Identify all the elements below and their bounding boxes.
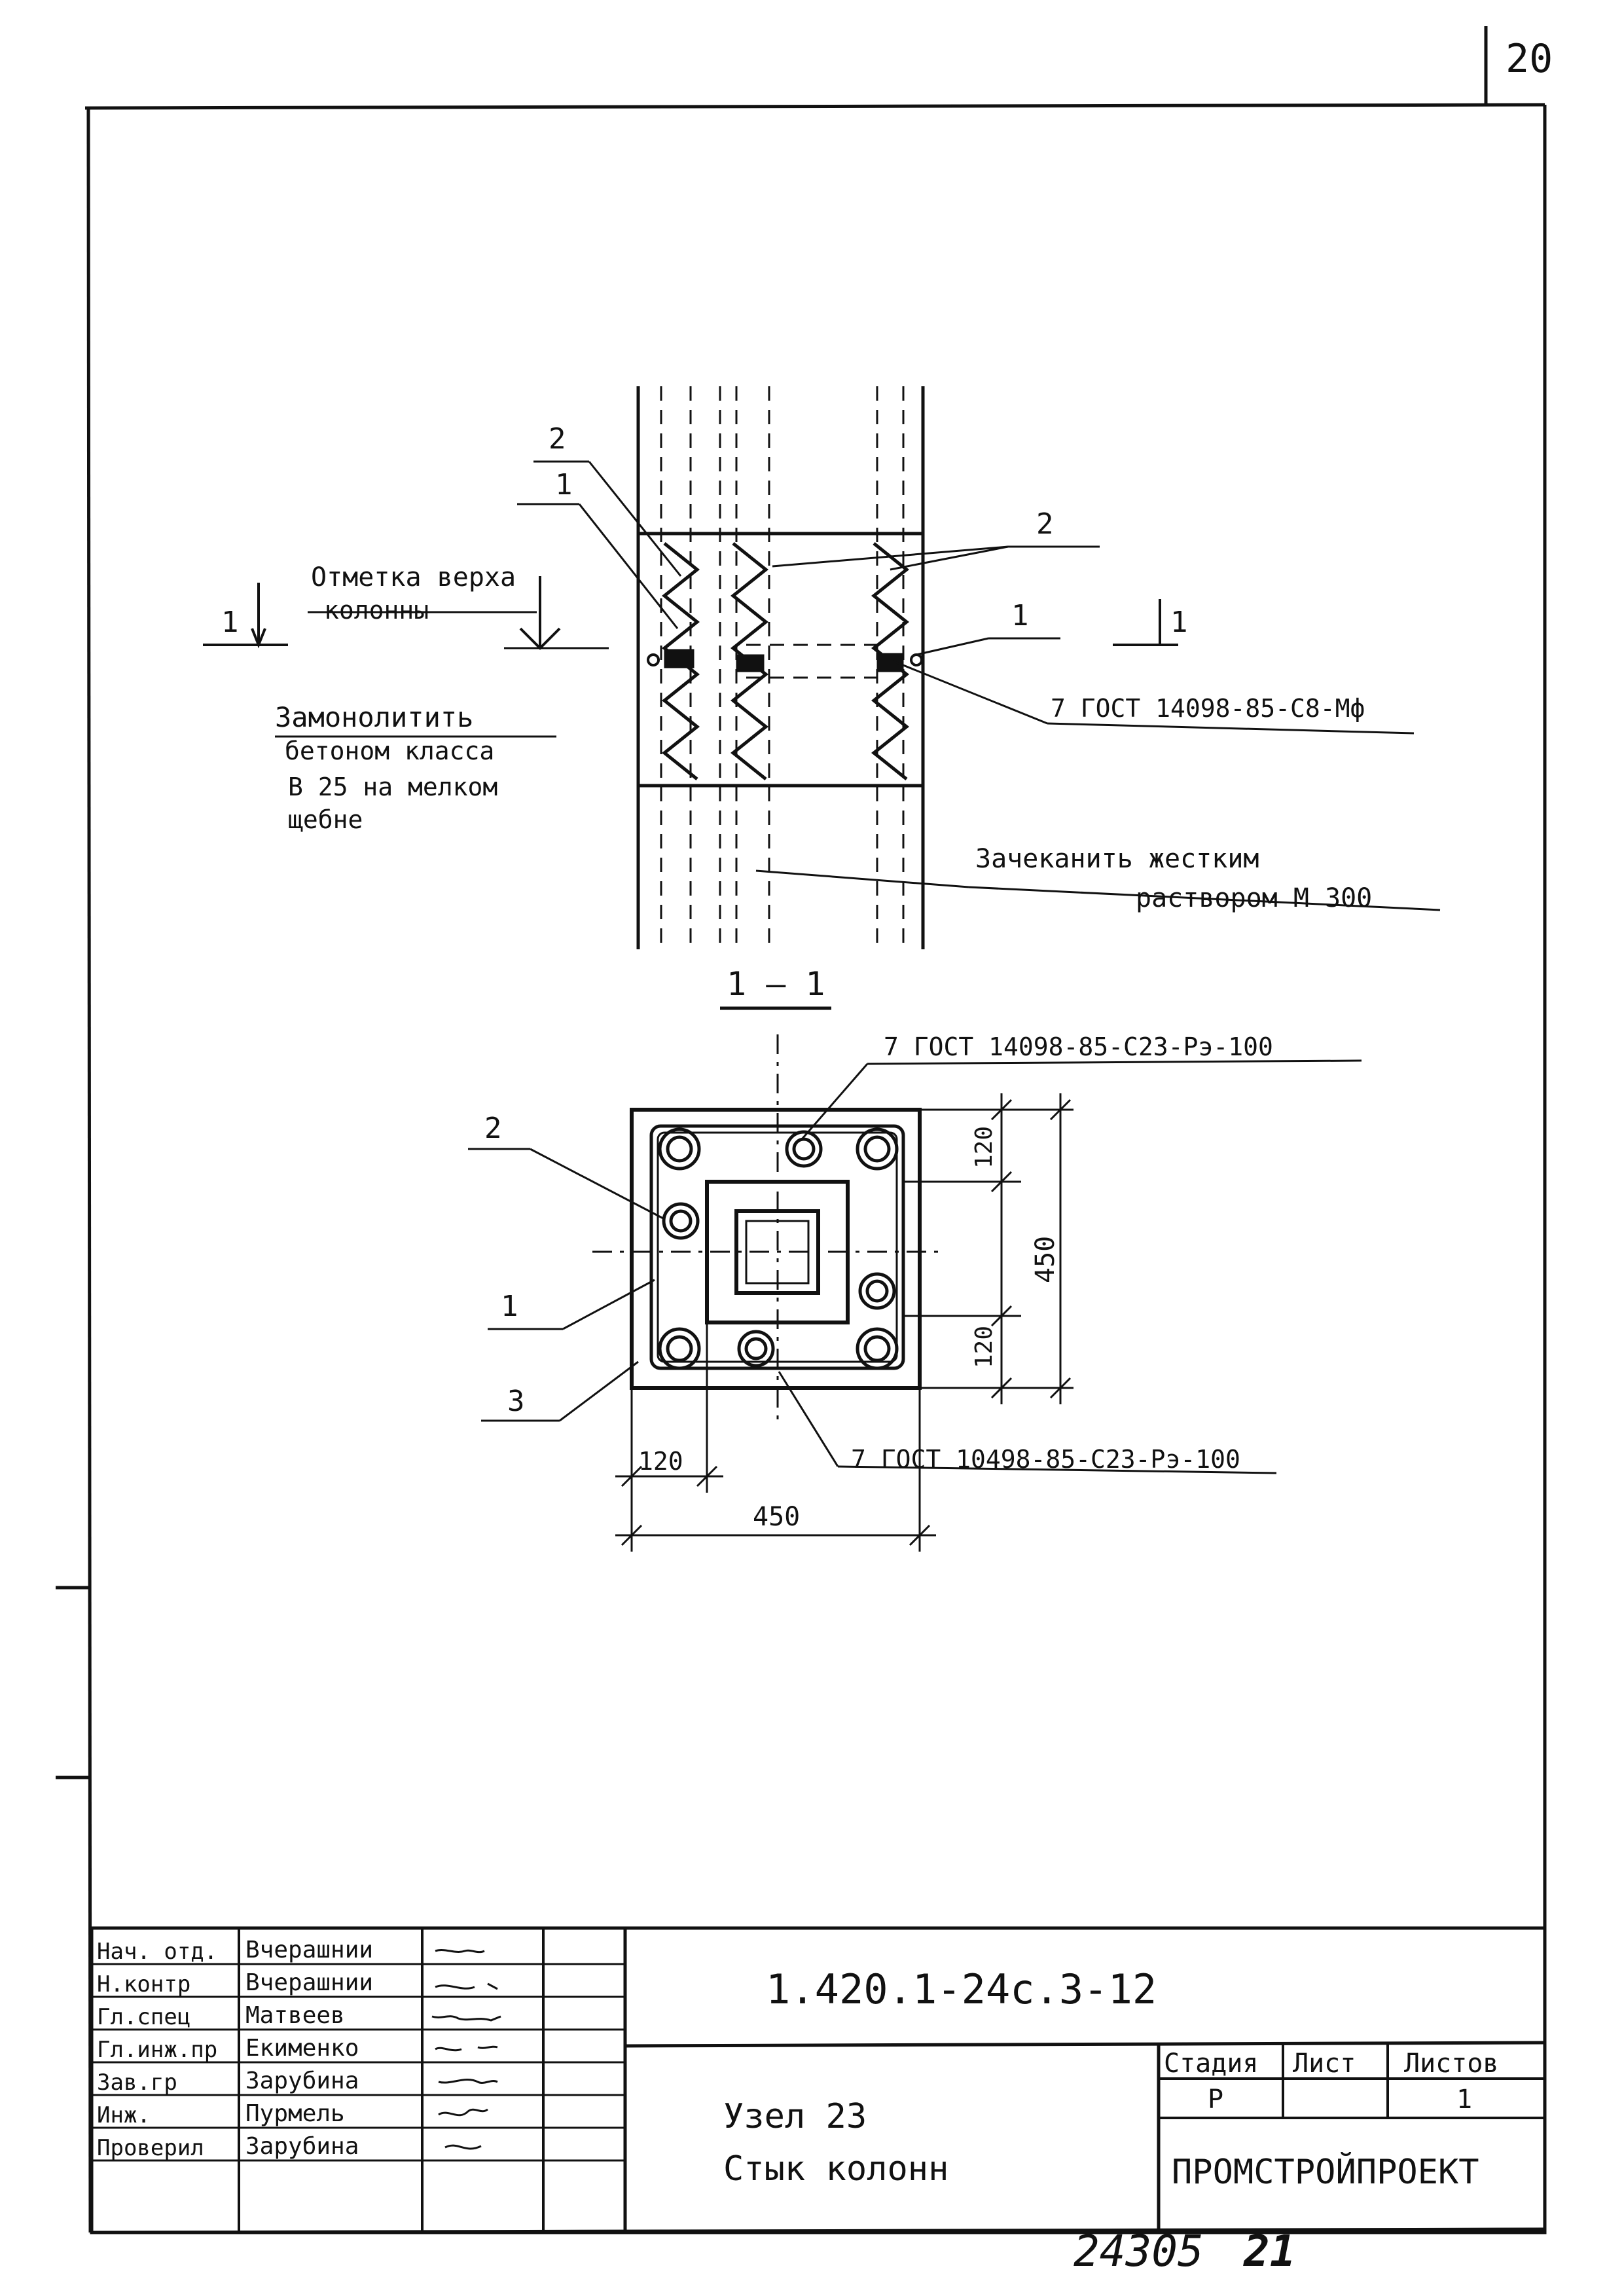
callout-2-right: 2 — [1036, 507, 1054, 541]
role-row-4: Гл.инж.пр — [97, 2037, 217, 2063]
role-row-2: Н.контр — [97, 1971, 190, 1997]
weld-note-elevation: 7 ГОСТ 14098-85-С8-Мф — [1051, 694, 1365, 723]
role-row-1: Нач. отд. — [97, 1939, 217, 1965]
section-labels: 7 ГОСТ 14098-85-С23-Рэ-100 7 ГОСТ 10498-… — [484, 1032, 1273, 1532]
section-weld-note-top: 7 ГОСТ 14098-85-С23-Рэ-100 — [884, 1032, 1273, 1061]
dim-bottom-left: 120 — [638, 1447, 683, 1476]
drawing-subtitle-2: Стык колонн — [723, 2149, 948, 2189]
note-caulk-line1: Зачеканить жестким — [975, 844, 1259, 874]
archive-stamp-suffix: 21 — [1244, 2226, 1296, 2276]
archive-stamp: 24305 — [1074, 2226, 1204, 2276]
note-caulk-line2: раствором М 300 — [1136, 883, 1372, 913]
note-top-mark-line1: Отметка верха — [311, 562, 516, 592]
signatures — [431, 1949, 501, 2150]
name-row-3: Матвеев — [245, 2002, 345, 2029]
name-row-7: Зарубина — [245, 2133, 359, 2160]
name-row-5: Зарубина — [245, 2068, 359, 2094]
stage-value: Р — [1208, 2085, 1223, 2115]
title-block-names: Вчерашнии Вчерашнии Матвеев Екименко Зар… — [245, 1937, 373, 2160]
sheets-value: 1 — [1456, 2085, 1472, 2115]
sheet-frame — [56, 26, 1547, 2234]
dim-bottom-total: 450 — [753, 1502, 800, 1532]
dim-right-total: 450 — [1030, 1236, 1060, 1283]
callout-1-left: 1 — [555, 468, 573, 501]
section-callout-2: 2 — [484, 1112, 502, 1145]
column-elevation — [203, 386, 1441, 949]
stage-header: Стадия — [1164, 2049, 1259, 2079]
sheets-header: Листов — [1404, 2049, 1499, 2079]
drawing-subtitle-1: Узел 23 — [723, 2097, 867, 2136]
role-row-5: Зав.гр — [97, 2069, 177, 2096]
sheet-header: Лист — [1293, 2049, 1356, 2079]
dim-right-bottom: 120 — [971, 1326, 998, 1368]
note-top-mark-line2: колонны — [324, 596, 429, 625]
note-concrete-line3: В 25 на мелком — [288, 773, 497, 801]
elevation-labels: 2 1 2 1 1 1 Отметка верха колонны Замоно… — [221, 422, 1372, 913]
section-callout-3: 3 — [507, 1385, 525, 1418]
callout-1-right: 1 — [1011, 599, 1029, 632]
document-code: 1.420.1-24с.3-12 — [766, 1965, 1157, 2013]
name-row-2: Вчерашнии — [245, 1969, 373, 1996]
note-concrete-line2: бетоном класса — [285, 737, 494, 765]
section-weld-note-bottom: 7 ГОСТ 10498-85-С23-Рэ-100 — [851, 1445, 1240, 1474]
note-concrete-line4: щебне — [288, 805, 363, 834]
title-block-roles: Нач. отд. Н.контр Гл.спец Гл.инж.пр Зав.… — [97, 1939, 217, 2161]
dim-right-top: 120 — [971, 1126, 998, 1169]
role-row-7: Проверил — [97, 2135, 204, 2161]
note-concrete-line1: Замонолитить — [275, 701, 473, 733]
section-1-1-plan — [468, 1034, 1362, 1552]
section-title: 1 — 1 — [727, 965, 825, 1003]
title-block-grid — [90, 1926, 1547, 2234]
callout-2-left: 2 — [549, 422, 566, 456]
page-number: 20 — [1506, 36, 1553, 82]
name-row-6: Пурмель — [245, 2100, 345, 2127]
role-row-3: Гл.спец — [97, 2004, 190, 2030]
organization-name: ПРОМСТРОЙПРОЕКТ — [1172, 2152, 1479, 2192]
name-row-4: Екименко — [245, 2035, 359, 2062]
section-mark-right: 1 — [1170, 606, 1188, 639]
section-callout-1: 1 — [501, 1290, 518, 1323]
name-row-1: Вчерашнии — [245, 1937, 373, 1963]
role-row-6: Инж. — [97, 2102, 151, 2128]
section-mark-left: 1 — [221, 606, 239, 639]
